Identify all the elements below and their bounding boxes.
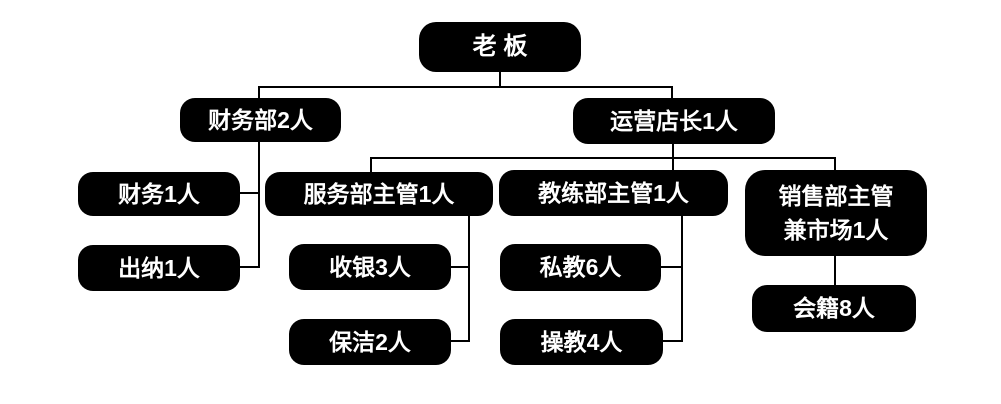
org-node-cleaner-label: 保洁2人: [329, 328, 411, 355]
connector-line: [661, 266, 683, 268]
connector-line: [671, 86, 673, 99]
org-node-cash-register: 收银3人: [289, 244, 451, 290]
connector-line: [370, 157, 372, 173]
org-node-boss: 老 板: [419, 22, 581, 72]
org-node-sales-supervisor-line1: 销售部主管: [778, 182, 894, 209]
org-node-finance-dept: 财务部2人: [180, 98, 341, 142]
connector-line: [681, 215, 683, 342]
connector-line: [238, 192, 260, 194]
org-node-group-coach-label: 操教4人: [540, 328, 623, 355]
org-node-membership: 会籍8人: [752, 285, 916, 332]
org-node-service-supervisor: 服务部主管1人: [265, 172, 493, 216]
connector-line: [238, 266, 260, 268]
org-node-cashier-label: 出纳1人: [118, 254, 200, 281]
org-node-sales-supervisor-line2: 兼市场1人: [783, 217, 889, 243]
org-node-ops-manager-label: 运营店长1人: [610, 107, 738, 134]
org-node-coach-supervisor-label: 教练部主管1人: [538, 179, 689, 206]
org-node-finance-dept-label: 财务部2人: [208, 106, 313, 133]
connector-line: [449, 340, 470, 342]
org-node-finance-staff-label: 财务1人: [118, 180, 200, 207]
org-node-membership-label: 会籍8人: [793, 295, 875, 322]
org-node-personal-trainer-label: 私教6人: [539, 254, 622, 281]
org-node-cashier: 出纳1人: [78, 245, 240, 291]
org-node-boss-label: 老 板: [472, 33, 528, 60]
connector-line: [499, 72, 501, 88]
connector-line: [258, 141, 260, 268]
org-node-personal-trainer: 私教6人: [500, 244, 661, 291]
connector-line: [834, 157, 836, 171]
org-node-cash-register-label: 收银3人: [329, 253, 411, 280]
org-node-finance-staff: 财务1人: [78, 172, 240, 216]
org-node-sales-supervisor: 销售部主管 兼市场1人: [745, 170, 927, 256]
connector-line: [370, 157, 836, 159]
connector-line: [258, 86, 260, 99]
org-node-cleaner: 保洁2人: [289, 319, 451, 365]
connector-line: [258, 86, 673, 88]
connector-line: [449, 266, 470, 268]
org-node-group-coach: 操教4人: [500, 319, 663, 365]
org-node-service-supervisor-label: 服务部主管1人: [303, 180, 455, 207]
connector-line: [834, 255, 836, 286]
connector-line: [661, 340, 683, 342]
org-node-coach-supervisor: 教练部主管1人: [499, 170, 728, 216]
connector-line: [468, 215, 470, 342]
org-node-ops-manager: 运营店长1人: [573, 98, 775, 144]
